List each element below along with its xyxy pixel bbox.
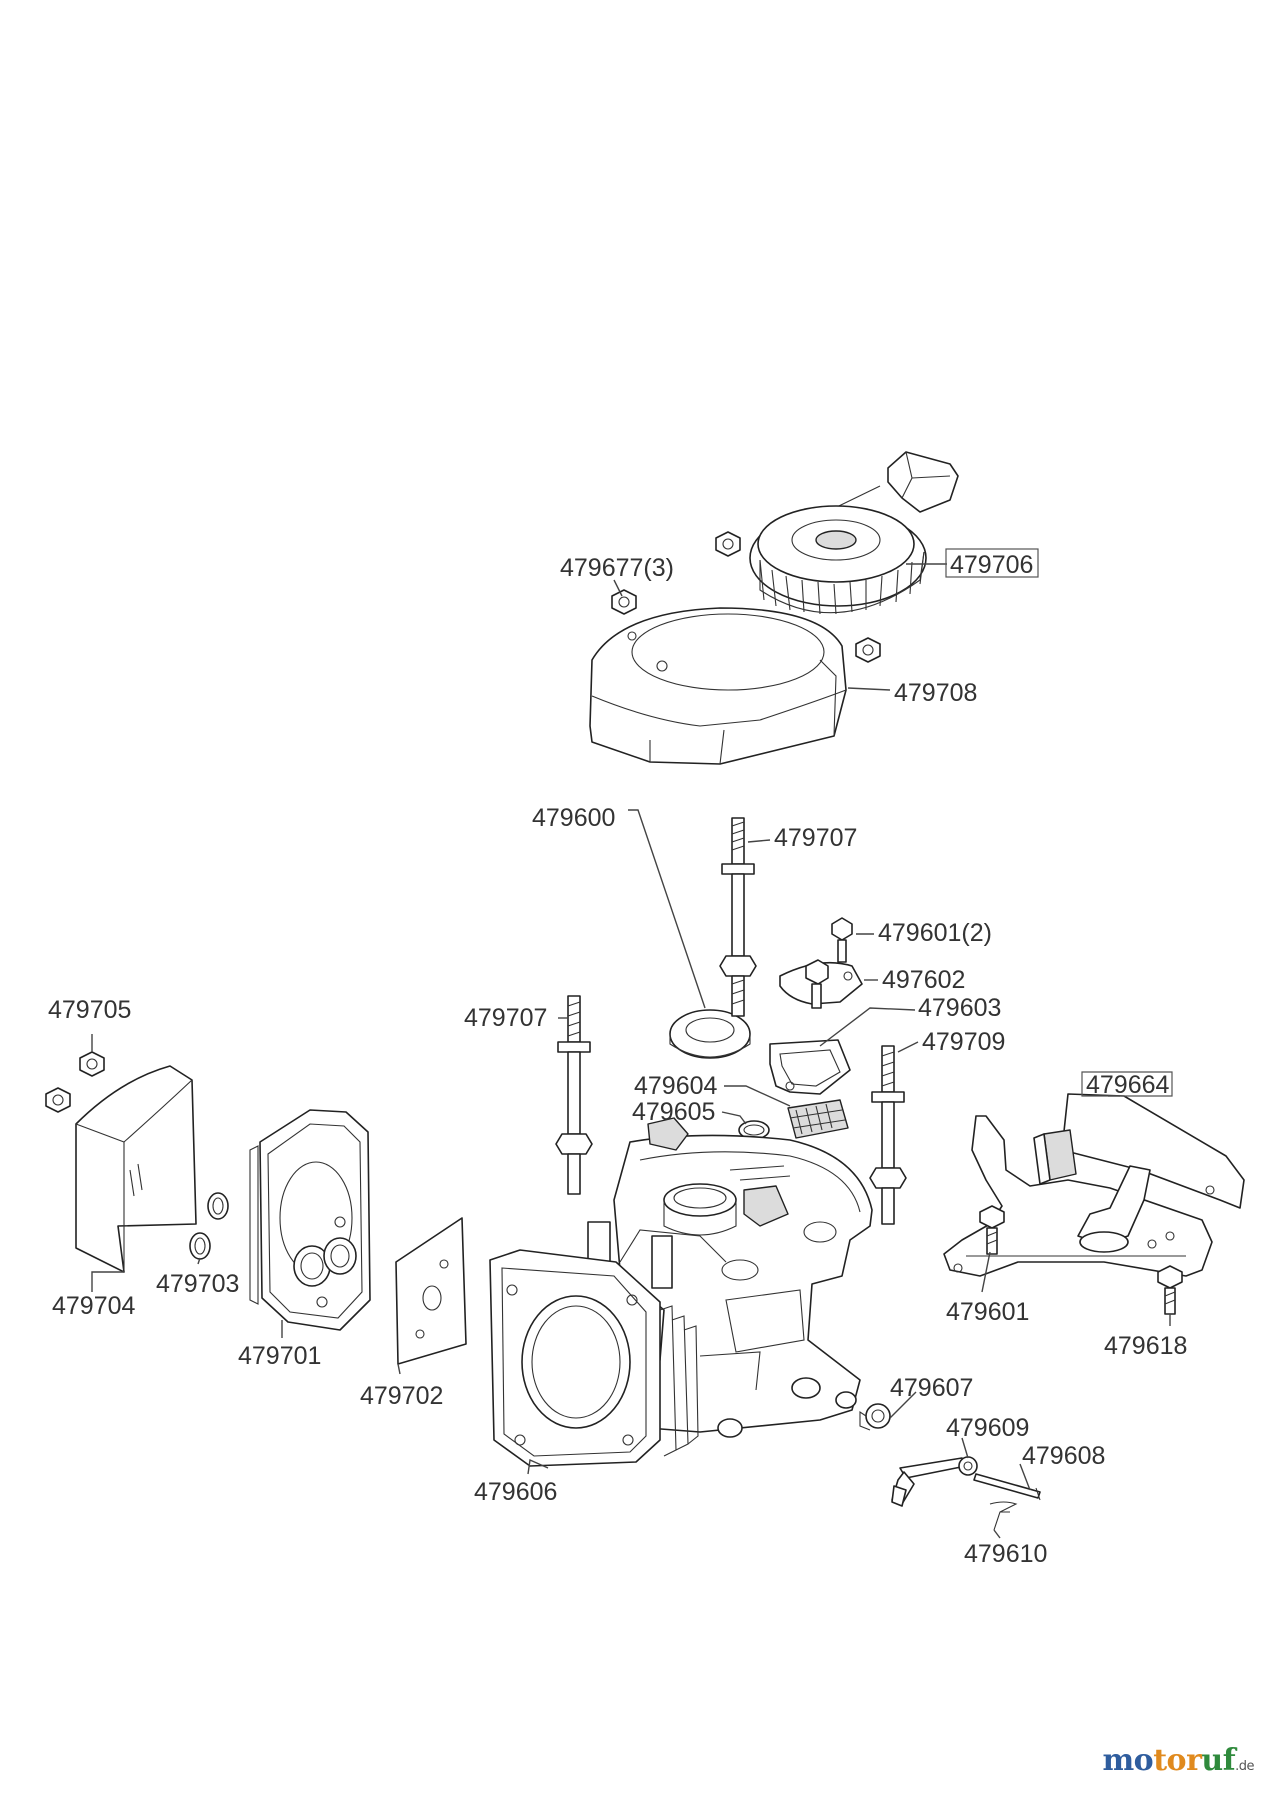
label-479707-top: 479707	[774, 824, 857, 852]
label-479702: 479702	[360, 1382, 443, 1410]
label-479606: 479606	[474, 1478, 557, 1506]
breather-plate	[779, 917, 863, 1009]
label-479677: 479677(3)	[560, 554, 674, 582]
label-479664: 479664	[1086, 1071, 1170, 1099]
label-479601-2: 479601(2)	[878, 919, 992, 947]
oil-seal	[669, 1009, 751, 1059]
flange-nuts	[611, 531, 881, 663]
bracket-bolts	[979, 1205, 1183, 1315]
air-filter-bracket	[943, 1093, 1245, 1277]
stud-bolt-right	[869, 1045, 907, 1225]
label-479707-left: 479707	[464, 1004, 547, 1032]
label-479610: 479610	[964, 1540, 1047, 1568]
watermark-suffix: .de	[1235, 1759, 1254, 1774]
label-497602: 497602	[882, 966, 965, 994]
muffler-nuts	[45, 1051, 105, 1113]
label-479609: 479609	[946, 1414, 1029, 1442]
label-479708: 479708	[894, 679, 977, 707]
label-479600: 479600	[532, 804, 615, 832]
crankcase	[489, 1117, 873, 1467]
bushing	[859, 1403, 891, 1431]
stud-bolt-top	[719, 817, 757, 1017]
label-479603: 479603	[918, 994, 1001, 1022]
label-479703: 479703	[156, 1270, 239, 1298]
muffler-guard	[75, 1065, 197, 1273]
label-479706-box	[945, 548, 1039, 578]
label-479709: 479709	[922, 1028, 1005, 1056]
breather-filter	[738, 1099, 849, 1140]
label-479608: 479608	[1022, 1442, 1105, 1470]
label-479706: 479706	[950, 551, 1033, 579]
watermark-part-1: mo	[1102, 1743, 1154, 1778]
muffler-gasket	[395, 1217, 467, 1365]
label-479704: 479704	[52, 1292, 136, 1320]
fan-housing	[589, 607, 847, 765]
muffler	[249, 1109, 371, 1331]
watermark-part-3: uf	[1201, 1743, 1236, 1778]
label-479701: 479701	[238, 1342, 321, 1370]
part-labels: 479677(3) 479706 479708 479600 479707 47…	[48, 548, 1187, 1568]
label-479618: 479618	[1104, 1332, 1187, 1360]
muffler-washers	[189, 1192, 229, 1260]
label-479605: 479605	[632, 1098, 715, 1126]
label-479607: 479607	[890, 1374, 973, 1402]
breather-gasket	[769, 1039, 851, 1095]
label-479705: 479705	[48, 996, 131, 1024]
stud-bolt-left	[555, 995, 593, 1195]
recoil-starter	[749, 505, 927, 615]
leader-lines	[91, 563, 1173, 1539]
governor-shaft	[891, 1456, 1041, 1531]
watermark-logo: motoruf.de	[1102, 1743, 1254, 1778]
label-479601: 479601	[946, 1298, 1029, 1326]
watermark-part-2: tor	[1153, 1743, 1202, 1778]
label-479604: 479604	[634, 1072, 718, 1100]
